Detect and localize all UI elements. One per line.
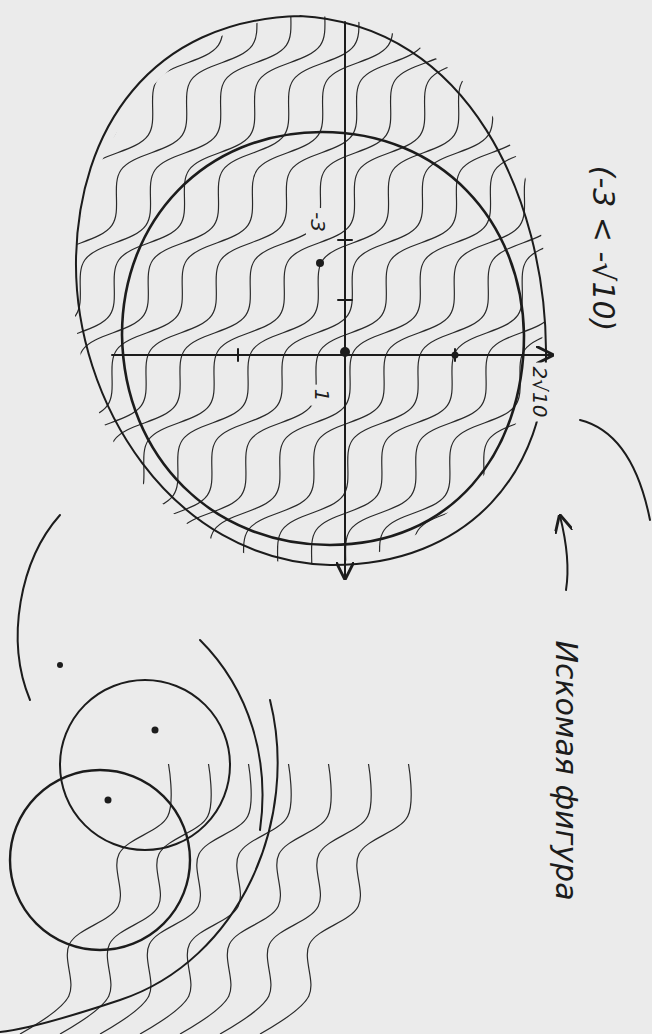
origin-dot <box>340 347 350 357</box>
hatch-stroke <box>552 0 652 620</box>
axis-tick <box>338 239 352 241</box>
arc-stroke <box>580 420 650 520</box>
hatch-stroke <box>0 0 391 620</box>
hatch-stroke <box>20 764 171 1034</box>
arc-stroke <box>18 515 60 700</box>
hatching <box>0 0 652 620</box>
axis-value: 2√10 <box>528 363 552 422</box>
figure-note: Искомая фигура <box>548 636 583 904</box>
axis-value: -3 <box>306 208 330 236</box>
hatch-stroke <box>0 0 323 620</box>
center-dot <box>316 259 324 267</box>
hatch-stroke <box>110 0 652 620</box>
hatch-stroke <box>280 0 652 620</box>
hatch-stroke <box>0 0 425 620</box>
hatch-stroke <box>416 0 652 620</box>
axis-tick <box>338 299 352 301</box>
hatch-stroke <box>0 0 459 620</box>
hatch-stroke <box>0 0 357 620</box>
hatch-stroke <box>620 0 652 620</box>
hatch-stroke <box>484 0 652 620</box>
hatch-stroke <box>140 764 291 1034</box>
point-dot <box>452 352 459 359</box>
hatch-stroke <box>586 0 652 620</box>
hatch-stroke <box>382 0 652 620</box>
sketch-circle <box>60 680 230 850</box>
hatching <box>20 764 411 1034</box>
y-axis <box>112 354 552 356</box>
outer-circle <box>76 16 546 565</box>
hatch-stroke <box>450 0 652 620</box>
hatch-stroke <box>220 764 371 1034</box>
hatch-stroke <box>144 0 652 620</box>
inner-circle <box>122 132 524 545</box>
arc-stroke <box>200 640 263 830</box>
hatch-stroke <box>246 0 652 620</box>
point-dot <box>57 662 63 668</box>
hatch-stroke <box>314 0 652 620</box>
axis-tick <box>237 349 239 361</box>
hatch-stroke <box>212 0 652 620</box>
center-dot <box>152 727 159 734</box>
center-dot <box>105 797 112 804</box>
hatch-stroke <box>518 0 652 620</box>
hatch-stroke <box>100 764 251 1034</box>
sketch-circle <box>10 770 190 950</box>
hatch-stroke <box>180 764 331 1034</box>
hatch-stroke <box>348 0 652 620</box>
hatch-stroke <box>260 764 411 1034</box>
axis-value: 1 <box>310 385 334 406</box>
condition-note: (-3 < -√10) <box>587 161 622 335</box>
leader-arrow <box>560 516 568 590</box>
arc-stroke <box>0 700 278 1032</box>
